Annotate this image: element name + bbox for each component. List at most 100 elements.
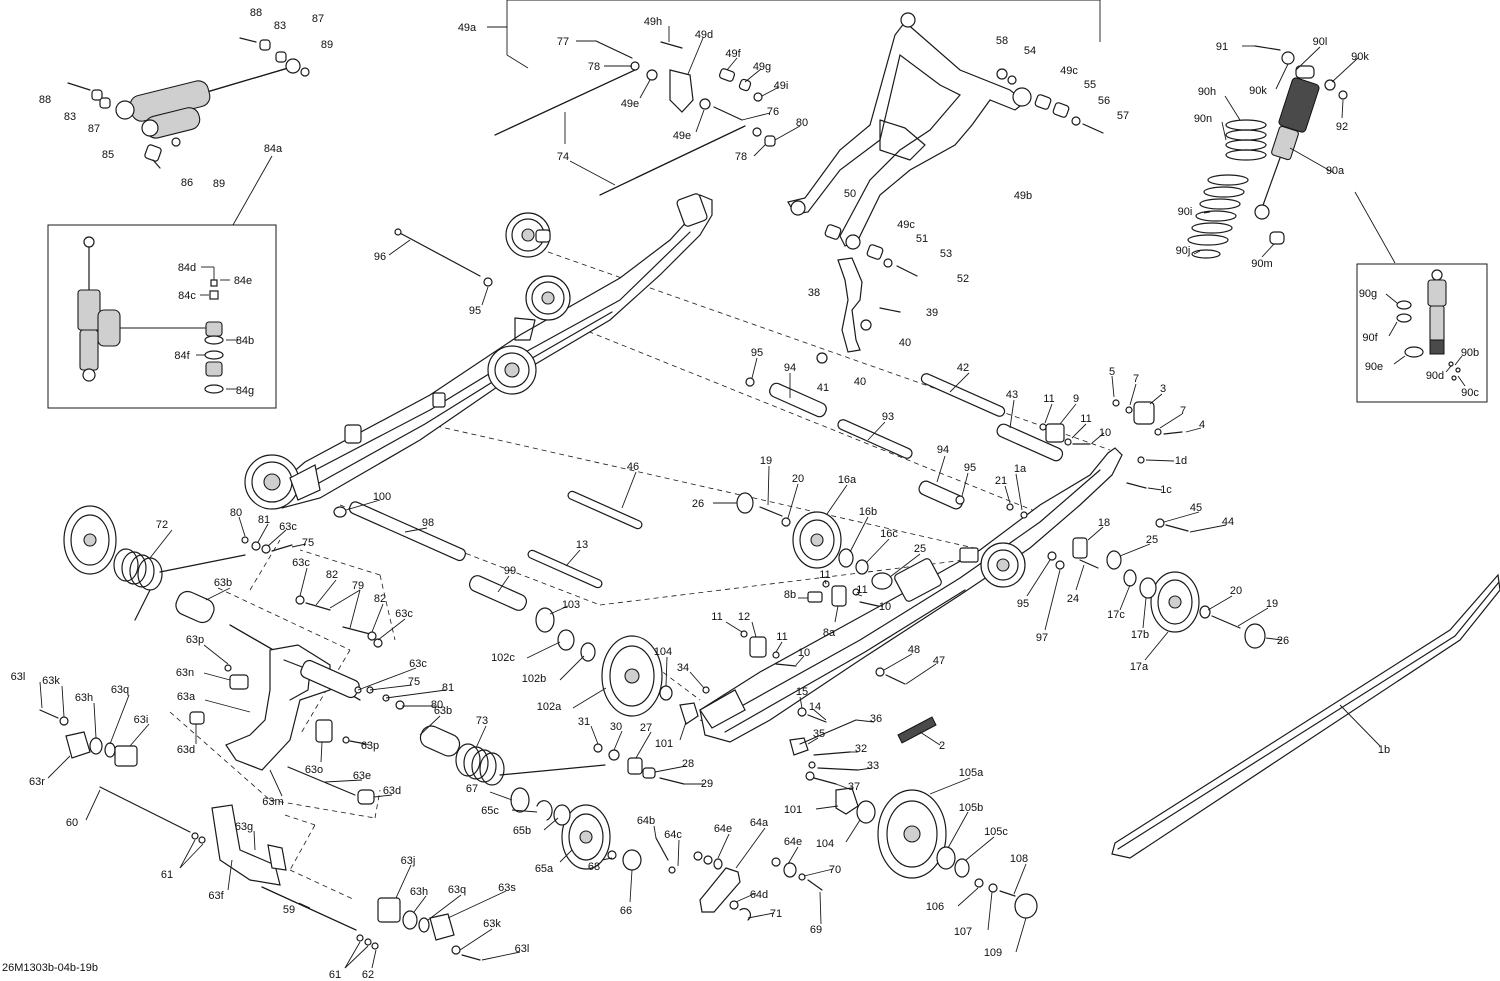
right-rail-hardware bbox=[1004, 375, 1227, 631]
slide-rail-1b bbox=[1111, 573, 1500, 859]
callout-28: 28 bbox=[682, 758, 694, 770]
callout-1b: 1b bbox=[1378, 744, 1390, 756]
callout-43: 43 bbox=[1006, 389, 1018, 401]
callout-94: 94 bbox=[937, 444, 949, 456]
callout-65c: 65c bbox=[481, 805, 499, 817]
callout-90b: 90b bbox=[1461, 347, 1479, 359]
callout-106: 106 bbox=[926, 901, 944, 913]
callout-95: 95 bbox=[964, 462, 976, 474]
callout-63g: 63g bbox=[235, 821, 253, 833]
callout-69: 69 bbox=[810, 924, 822, 936]
callout-63o: 63o bbox=[305, 764, 323, 776]
callout-63c: 63c bbox=[409, 658, 427, 670]
callout-36: 36 bbox=[870, 713, 882, 725]
callout-90g: 90g bbox=[1359, 288, 1377, 300]
callout-31: 31 bbox=[578, 716, 590, 728]
callout-7: 7 bbox=[1133, 373, 1139, 385]
callout-95: 95 bbox=[469, 305, 481, 317]
callout-12: 12 bbox=[738, 611, 750, 623]
callout-63e: 63e bbox=[353, 770, 371, 782]
callout-95: 95 bbox=[751, 347, 763, 359]
callout-64a: 64a bbox=[750, 817, 769, 829]
callout-101: 101 bbox=[784, 804, 802, 816]
callout-27: 27 bbox=[640, 722, 652, 734]
callout-102b: 102b bbox=[522, 673, 546, 685]
callout-70: 70 bbox=[829, 864, 841, 876]
callout-64e: 64e bbox=[784, 836, 802, 848]
callout-90a: 90a bbox=[1326, 165, 1345, 177]
callout-64b: 64b bbox=[637, 815, 655, 827]
callout-40: 40 bbox=[899, 337, 911, 349]
lower-hardware-63j bbox=[377, 864, 521, 961]
callout-90i: 90i bbox=[1178, 206, 1193, 218]
callout-57: 57 bbox=[1117, 110, 1129, 122]
callout-49e: 49e bbox=[673, 130, 691, 142]
wheel-105a bbox=[877, 777, 1038, 953]
callout-84f: 84f bbox=[174, 350, 190, 362]
callout-62: 62 bbox=[362, 969, 374, 981]
callout-40: 40 bbox=[854, 376, 866, 388]
callout-63p: 63p bbox=[361, 740, 379, 752]
callout-3: 3 bbox=[1160, 383, 1166, 395]
callout-63f: 63f bbox=[208, 890, 224, 902]
callout-56: 56 bbox=[1098, 95, 1110, 107]
callout-81: 81 bbox=[442, 682, 454, 694]
callout-86: 86 bbox=[181, 177, 193, 189]
callout-17a: 17a bbox=[1130, 661, 1149, 673]
callout-63k: 63k bbox=[483, 918, 501, 930]
callout-95: 95 bbox=[1017, 598, 1029, 610]
callout-54: 54 bbox=[1024, 45, 1036, 57]
callout-53: 53 bbox=[940, 248, 952, 260]
link-64a bbox=[653, 825, 834, 925]
callout-16c: 16c bbox=[880, 528, 898, 540]
callout-33: 33 bbox=[867, 760, 879, 772]
callout-63c: 63c bbox=[395, 608, 413, 620]
wheel-rail-front bbox=[487, 345, 537, 395]
callout-2: 2 bbox=[939, 740, 945, 752]
callout-45: 45 bbox=[1190, 502, 1202, 514]
callout-26: 26 bbox=[692, 498, 704, 510]
callout-47: 47 bbox=[933, 655, 945, 667]
callout-17c: 17c bbox=[1107, 609, 1125, 621]
callout-11: 11 bbox=[776, 631, 787, 643]
callout-75: 75 bbox=[408, 676, 420, 688]
document-reference: 26M1303b-04b-19b bbox=[2, 962, 98, 974]
callout-11: 11 bbox=[819, 569, 830, 581]
rear-arm-63 bbox=[39, 505, 606, 805]
callout-38: 38 bbox=[808, 287, 820, 299]
callout-35: 35 bbox=[813, 728, 825, 740]
callout-10: 10 bbox=[798, 647, 810, 659]
callout-63l: 63l bbox=[11, 671, 26, 683]
callout-32: 32 bbox=[855, 743, 867, 755]
callout-90e: 90e bbox=[1365, 361, 1383, 373]
wheel-16a bbox=[713, 465, 921, 590]
callout-49i: 49i bbox=[774, 80, 789, 92]
callout-63h: 63h bbox=[410, 886, 428, 898]
callout-91: 91 bbox=[1216, 41, 1228, 53]
callout-13: 13 bbox=[576, 539, 588, 551]
front-arm-49b bbox=[787, 12, 1104, 277]
callout-41: 41 bbox=[817, 382, 829, 394]
callout-11: 11 bbox=[711, 611, 722, 623]
callout-105a: 105a bbox=[959, 767, 984, 779]
callout-84c: 84c bbox=[178, 290, 196, 302]
callout-26: 26 bbox=[1277, 635, 1289, 647]
wheel-65a bbox=[489, 787, 642, 903]
torsion-spring-72 bbox=[113, 548, 246, 621]
callout-19: 19 bbox=[760, 455, 772, 467]
callout-90d: 90d bbox=[1426, 370, 1444, 382]
callout-90l: 90l bbox=[1313, 36, 1328, 48]
callout-93: 93 bbox=[882, 411, 894, 423]
callout-87: 87 bbox=[312, 13, 324, 25]
callout-84d: 84d bbox=[178, 262, 196, 274]
callout-64d: 64d bbox=[750, 889, 768, 901]
callout-100: 100 bbox=[373, 491, 391, 503]
callout-84e: 84e bbox=[234, 275, 252, 287]
callout-49b: 49b bbox=[1014, 190, 1032, 202]
shafts bbox=[333, 357, 1064, 611]
callout-58: 58 bbox=[996, 35, 1008, 47]
hardware-14-37 bbox=[789, 696, 941, 791]
callout-104: 104 bbox=[654, 646, 672, 658]
callout-50: 50 bbox=[844, 188, 856, 200]
